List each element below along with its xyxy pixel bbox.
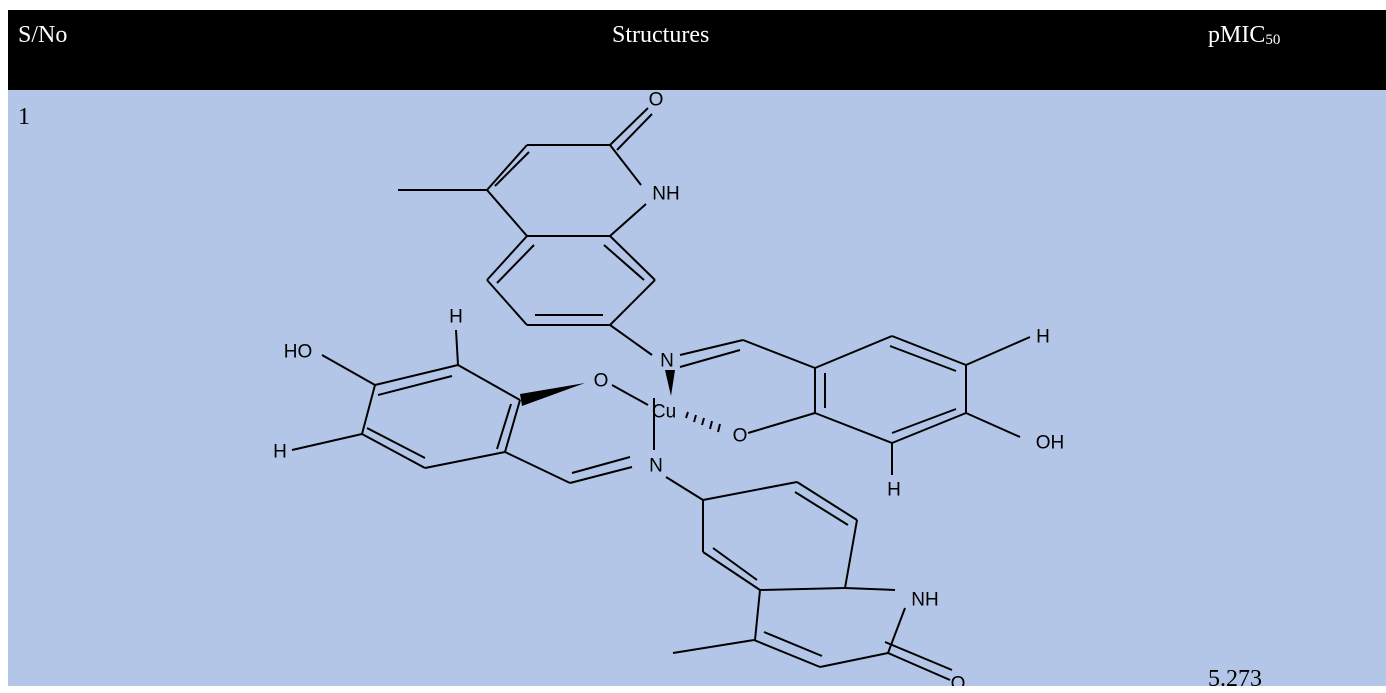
header-pmic-main: pMIC <box>1208 22 1266 48</box>
wedge-bond-n-cu <box>665 370 675 396</box>
atom-h-right-lower: H <box>887 480 901 501</box>
atom-ho-left: HO <box>284 342 313 363</box>
bonds <box>291 107 1031 681</box>
atom-o-left: O <box>594 371 609 392</box>
header-sno: S/No <box>18 22 68 48</box>
atom-h-left: H <box>449 307 463 328</box>
atom-oh-right: OH <box>1036 433 1065 454</box>
atom-nh-top: NH <box>652 184 679 205</box>
table-header-row: S/No Structures pMIC50 <box>8 10 1386 90</box>
table-row: 1 5.273 <box>8 90 1386 692</box>
atom-o-bottom: O <box>951 674 966 687</box>
data-table: S/No Structures pMIC50 1 5.273 <box>8 0 1386 692</box>
header-structures: Structures <box>612 22 710 48</box>
row-sno: 1 <box>18 104 30 130</box>
header-pmic: pMIC50 <box>1208 22 1280 49</box>
atom-h-left-lower: H <box>273 442 287 463</box>
wedge-bond <box>520 383 585 406</box>
atom-o-right: O <box>733 426 748 447</box>
atom-cu: Cu <box>652 402 676 423</box>
atom-n-top: N <box>660 351 674 372</box>
atom-n-bottom: N <box>649 456 663 477</box>
atom-nh-bottom: NH <box>911 590 938 611</box>
header-pmic-sub: 50 <box>1265 32 1281 48</box>
atom-o-top: O <box>649 90 664 111</box>
atom-h-right: H <box>1036 327 1050 348</box>
atom-labels: O NH H HO O N Cu H O OH H N H NH O <box>273 90 1064 687</box>
